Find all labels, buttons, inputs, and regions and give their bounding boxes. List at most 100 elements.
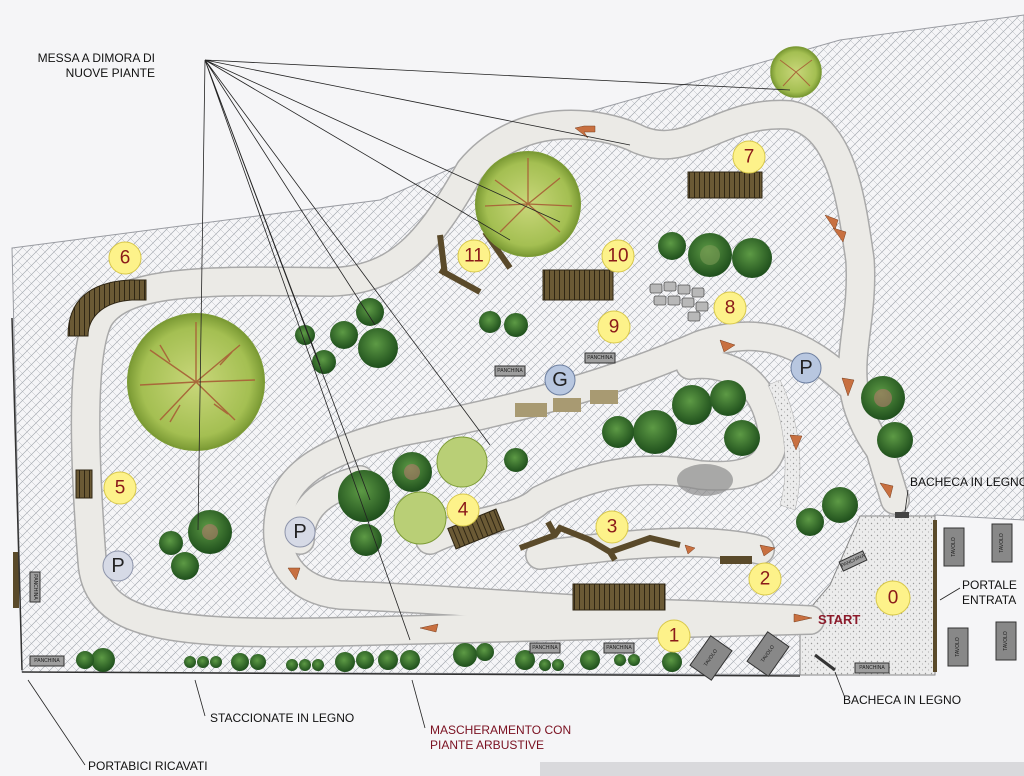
svg-text:P: P [111, 555, 124, 577]
svg-text:TAVOLO: TAVOLO [955, 637, 961, 657]
shrub-icon [796, 508, 824, 536]
label-portal-2: ENTRATA [962, 593, 1016, 607]
arrow-icon [793, 613, 813, 623]
svg-text:PANCHINA: PANCHINA [587, 355, 613, 361]
tree-icon [338, 470, 390, 522]
paper-shadow [540, 762, 1024, 776]
svg-text:0: 0 [888, 588, 899, 609]
gravel-patch [767, 379, 801, 511]
fence-left [11, 317, 23, 671]
svg-text:7: 7 [744, 147, 755, 168]
rock-pile [649, 281, 709, 322]
svg-text:TAVOLO: TAVOLO [999, 533, 1005, 553]
station-2: 2 [748, 562, 782, 596]
picnic-table: TAVOLO [943, 527, 965, 567]
crossing-c [590, 390, 618, 404]
station-5: 5 [103, 471, 137, 505]
crossing-a [515, 403, 547, 417]
marker-p: P [102, 550, 134, 582]
arrow-icon [287, 567, 301, 581]
label-new-plants-2: NUOVE PIANTE [66, 66, 155, 80]
crossing-b [553, 398, 581, 412]
svg-text:G: G [552, 369, 568, 391]
shrub-icon [312, 350, 336, 374]
picnic-table: TAVOLO [947, 627, 969, 667]
notice-board-top [895, 512, 909, 518]
bench: PANCHINA [529, 642, 561, 654]
shrub-icon [724, 420, 760, 456]
label-portal-1: PORTALE [962, 578, 1017, 592]
shrub-icon [672, 385, 712, 425]
svg-text:10: 10 [607, 246, 628, 267]
log-11-b [438, 267, 482, 295]
svg-text:PANCHINA: PANCHINA [859, 665, 885, 671]
station-4: 4 [446, 493, 480, 527]
wood-ramp-5 [75, 469, 93, 499]
bench: PANCHINA [29, 655, 65, 667]
arrow-icon [419, 623, 439, 633]
marker-p: P [284, 516, 316, 548]
label-bike-racks: PORTABICI RICAVATI [88, 759, 208, 773]
svg-text:P: P [799, 357, 812, 379]
shrub-icon [171, 552, 199, 580]
svg-text:4: 4 [458, 500, 469, 521]
picnic-table: TAVOLO [995, 621, 1017, 661]
fence-bottom [21, 671, 801, 677]
svg-text:6: 6 [120, 248, 131, 269]
bench: PANCHINA [584, 352, 616, 364]
arrow-icon [841, 377, 855, 397]
station-11: 11 [457, 239, 491, 273]
marker-g: G [544, 364, 576, 396]
picnic-table: TAVOLO [689, 635, 733, 681]
shrub-icon [710, 380, 746, 416]
log-feature-3 [518, 520, 681, 562]
svg-text:PANCHINA: PANCHINA [497, 368, 523, 374]
large-trees [127, 46, 822, 451]
shrub-icon [91, 648, 115, 672]
wood-bridge-1 [572, 583, 666, 611]
bench: PANCHINA [603, 642, 635, 654]
marker-p: P [790, 352, 822, 384]
arrow-icon [684, 544, 696, 555]
shrub-icon [877, 422, 913, 458]
arrow-icon [719, 339, 736, 353]
dark-puddle [677, 464, 733, 496]
picnic-table: TAVOLO [991, 523, 1013, 563]
station-7: 7 [732, 140, 766, 174]
station-3: 3 [595, 510, 629, 544]
label-notice-board-bottom: BACHECA IN LEGNO [843, 693, 961, 707]
wooden-structures [11, 171, 937, 677]
shrubs [76, 232, 913, 672]
station-6: 6 [108, 241, 142, 275]
label-shrub-masking-1: MASCHERAMENTO CON [430, 723, 571, 737]
shrub-icon [436, 436, 488, 488]
svg-text:1: 1 [669, 626, 680, 647]
tables: TAVOLO TAVOLO TAVOLO TAVOLO TAVOLO TAVOL… [689, 523, 1017, 681]
shrub-icon [356, 298, 384, 326]
svg-text:5: 5 [115, 478, 126, 499]
bench: PANCHINA [494, 365, 526, 377]
svg-text:9: 9 [609, 317, 620, 338]
shrub-icon [658, 232, 686, 260]
direction-arrows [287, 125, 894, 633]
bench: PANCHINA [29, 571, 41, 603]
shrub-icon [602, 416, 634, 448]
svg-text:TAVOLO: TAVOLO [1003, 631, 1009, 651]
shrub-icon [350, 524, 382, 556]
station-1: 1 [657, 619, 691, 653]
wood-bridge-10 [542, 269, 614, 301]
label-start: START [818, 612, 860, 627]
arrow-icon [879, 482, 894, 499]
arrow-icon [832, 227, 847, 243]
arrow-icon [789, 434, 803, 451]
shrub-icon [159, 531, 183, 555]
shrub-icon [479, 311, 501, 333]
svg-text:PANCHINA: PANCHINA [34, 658, 60, 664]
wood-ramp-6 [67, 279, 147, 337]
planting-pointer-lines [197, 59, 791, 641]
label-shrub-masking-2: PIANTE ARBUSTIVE [430, 738, 544, 752]
svg-text:TAVOLO: TAVOLO [951, 537, 957, 557]
log-11-a [437, 234, 448, 276]
shrub-icon [504, 313, 528, 337]
